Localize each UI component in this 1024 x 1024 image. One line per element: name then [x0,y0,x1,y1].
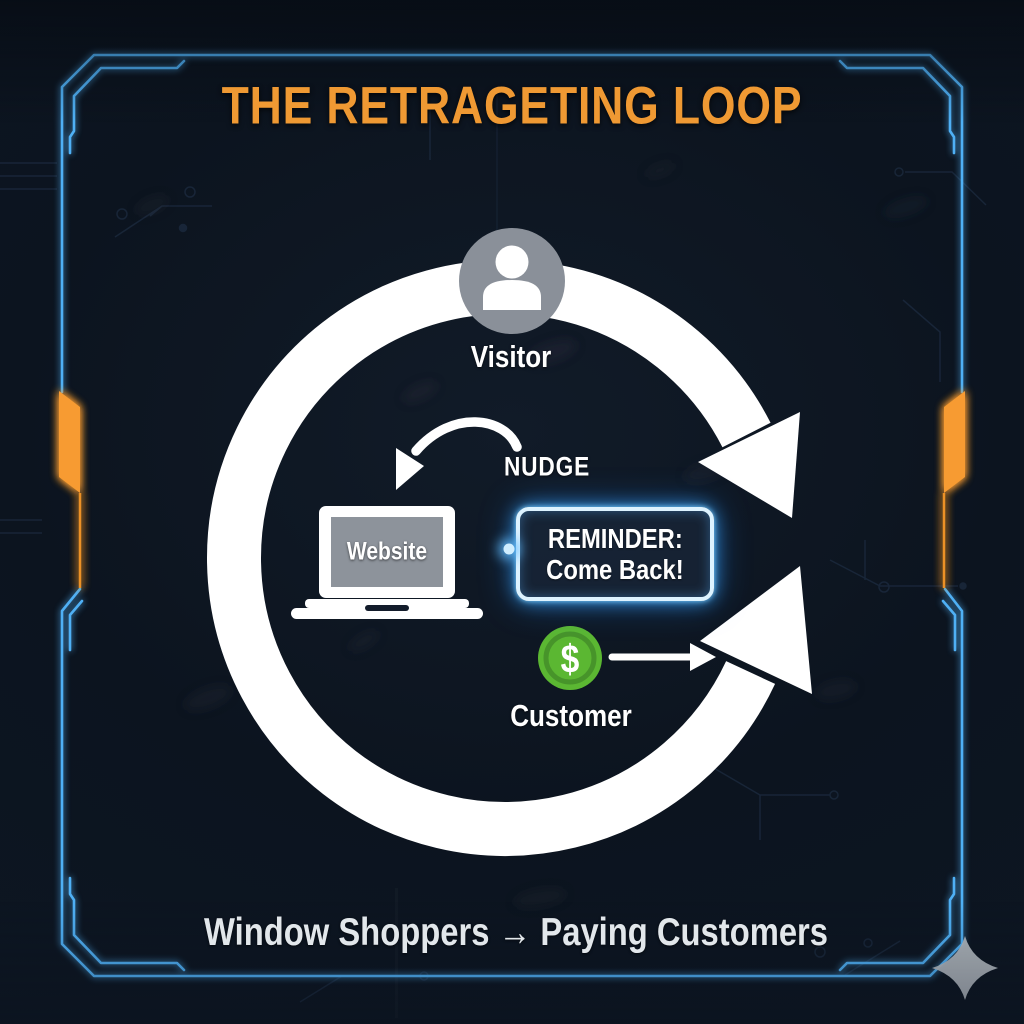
orange-accent-left [59,391,80,493]
reminder-box: REMINDER: Come Back! [516,507,714,601]
orange-accent-right [944,391,965,493]
loop-arrowhead-bottom-right [700,566,812,694]
nudge-arrow-icon [396,417,522,490]
tech-frame [60,53,964,978]
sparkle-icon [932,936,998,1000]
orange-accents [59,391,965,588]
customer-label: Customer [510,698,632,733]
reminder-line2: Come Back! [546,554,684,585]
visitor-badge [459,228,565,334]
loop-arc [207,259,776,856]
visitor-label: Visitor [470,339,552,374]
frame-echo-top-left [68,59,186,155]
dollar-symbol: $ [560,637,580,682]
frame-bottom [60,587,964,978]
reminder-glow-dot [503,543,515,555]
person-icon [483,245,541,310]
loop-arrowhead-top-right [698,412,800,518]
frame-chevron-right [941,599,957,652]
frame-echo-bottom-left [68,876,186,972]
website-label: Website [346,537,428,566]
loop-ring [207,259,812,856]
dollar-coin-icon [538,626,602,690]
page-title: THE RETRAGETING LOOP [221,76,803,136]
frame-echo-bottom-right [838,876,956,972]
frame-top [60,53,964,394]
frame-chevron-left [68,599,84,652]
laptop-icon [291,506,483,619]
customer-arrow-icon [608,643,716,671]
frame-echo-top-right [838,59,956,155]
footer-tagline: Window Shoppers → Paying Customers [203,911,829,954]
reminder-line1: REMINDER: [547,523,683,554]
nudge-label: NUDGE [503,451,591,482]
circuit-traces [0,90,987,1003]
laptop-screen [331,517,443,587]
